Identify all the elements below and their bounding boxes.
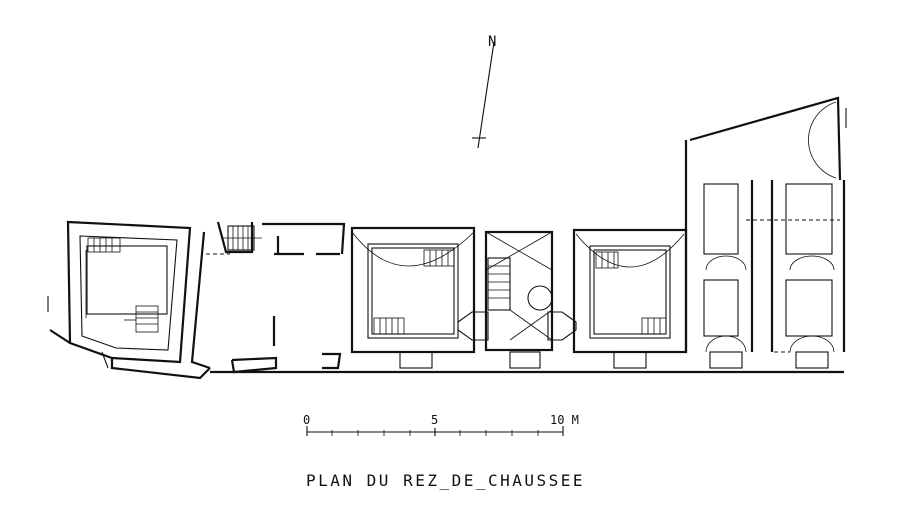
- stair-top: [595, 251, 619, 269]
- house-4: [572, 228, 688, 369]
- house-3: [350, 226, 476, 369]
- house-1: [47, 220, 211, 380]
- stair-bottom: [124, 305, 159, 333]
- house-5: [684, 96, 847, 369]
- plan-title: PLAN DU REZ_DE_CHAUSSEE: [306, 471, 585, 490]
- house-2: [190, 221, 346, 374]
- stair-tower: [457, 230, 577, 369]
- north-label: N: [488, 34, 496, 50]
- scale-tick-0: 0: [303, 413, 310, 427]
- stair-bottom: [373, 317, 405, 335]
- stair-top: [87, 237, 121, 253]
- scale-bar: 0 5 10 M: [303, 413, 579, 436]
- stair-bottom: [641, 317, 667, 335]
- stair-top: [423, 249, 455, 267]
- scale-tick-5: 5: [431, 413, 438, 427]
- north-arrow: N: [472, 34, 496, 149]
- scale-tick-10: 10 M: [550, 413, 579, 427]
